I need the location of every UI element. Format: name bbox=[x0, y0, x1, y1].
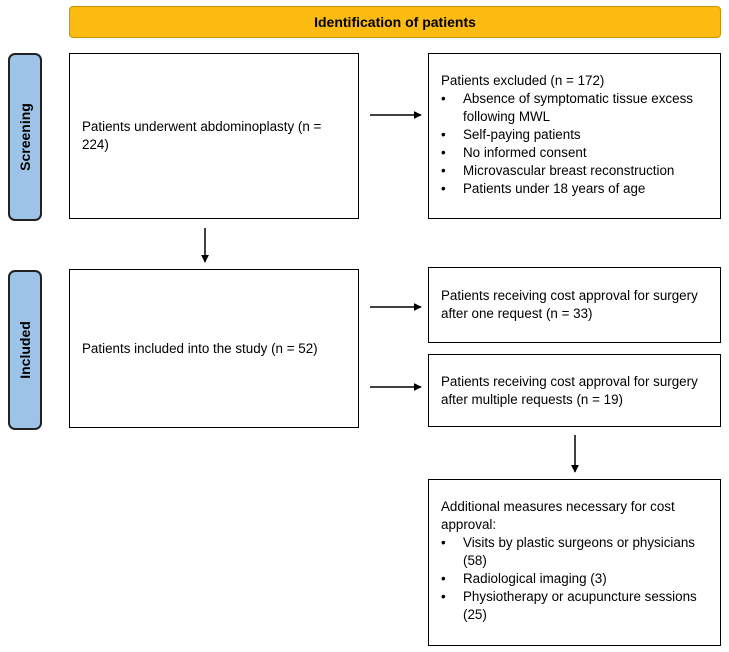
measures-item: Radiological imaging (3) bbox=[441, 570, 708, 588]
header-title: Identification of patients bbox=[314, 14, 476, 30]
side-label-screening: Screening bbox=[8, 53, 42, 221]
excluded-item: Patients under 18 years of age bbox=[441, 180, 708, 198]
excluded-box-title: Patients excluded (n = 172) bbox=[441, 73, 605, 88]
measures-item: Visits by plastic surgeons or physicians… bbox=[441, 534, 708, 570]
excluded-item: No informed consent bbox=[441, 144, 708, 162]
included-box: Patients included into the study (n = 52… bbox=[69, 269, 359, 428]
side-label-included: Included bbox=[8, 270, 42, 430]
excluded-list: Absence of symptomatic tissue excess fol… bbox=[441, 90, 708, 198]
excluded-item: Microvascular breast reconstruction bbox=[441, 162, 708, 180]
measures-box-title: Additional measures necessary for cost a… bbox=[441, 499, 675, 532]
included-box-text: Patients included into the study (n = 52… bbox=[82, 340, 318, 356]
excluded-item: Self-paying patients bbox=[441, 126, 708, 144]
measures-box: Additional measures necessary for cost a… bbox=[428, 479, 721, 646]
screening-box-text: Patients underwent abdominoplasty (n = 2… bbox=[82, 119, 322, 152]
one-request-box-text: Patients receiving cost approval for sur… bbox=[441, 288, 698, 321]
header-identification-of-patients: Identification of patients bbox=[69, 6, 721, 38]
multiple-requests-box-text: Patients receiving cost approval for sur… bbox=[441, 373, 698, 407]
screening-box: Patients underwent abdominoplasty (n = 2… bbox=[69, 53, 359, 219]
multiple-requests-box: Patients receiving cost approval for sur… bbox=[428, 354, 721, 427]
measures-item: Physiotherapy or acupuncture sessions (2… bbox=[441, 588, 708, 624]
measures-list: Visits by plastic surgeons or physicians… bbox=[441, 534, 708, 624]
excluded-box: Patients excluded (n = 172) Absence of s… bbox=[428, 53, 721, 219]
excluded-item: Absence of symptomatic tissue excess fol… bbox=[441, 90, 708, 126]
one-request-box: Patients receiving cost approval for sur… bbox=[428, 267, 721, 343]
